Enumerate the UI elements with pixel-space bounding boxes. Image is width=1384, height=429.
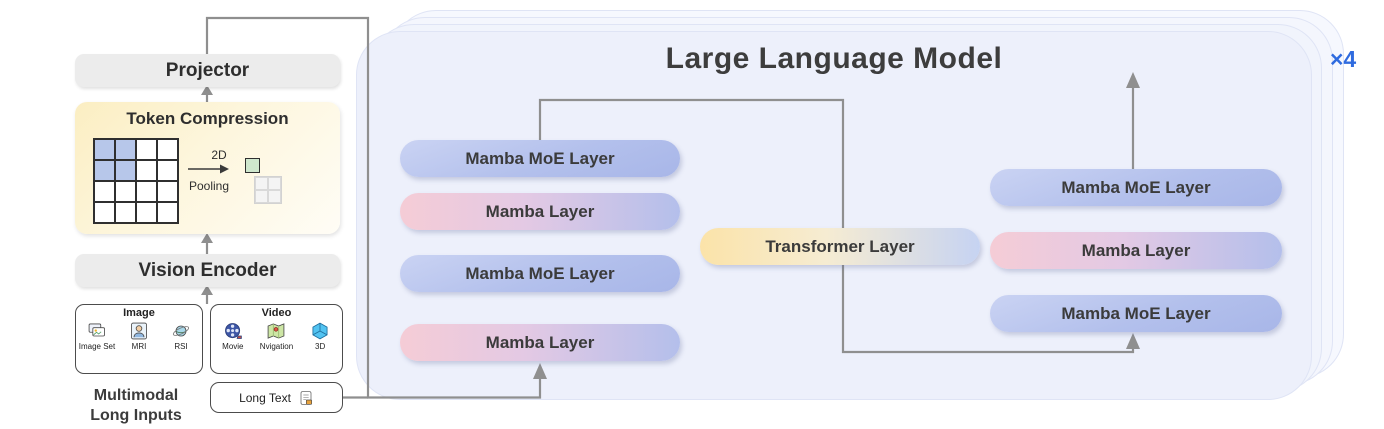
image-input-group: Image Image Set MRI RSI bbox=[75, 304, 203, 374]
mri-icon bbox=[129, 321, 149, 341]
llm-right-pill-1: Mamba MoE Layer bbox=[990, 169, 1282, 206]
rsi-label: RSI bbox=[174, 342, 188, 351]
pooling-label: Pooling bbox=[188, 179, 230, 193]
repeat-multiplier-badge: ×4 bbox=[1330, 46, 1357, 72]
grid-cell bbox=[136, 181, 157, 202]
satellite-icon bbox=[171, 321, 191, 341]
grid-cell bbox=[94, 181, 115, 202]
map-icon bbox=[266, 321, 286, 341]
token-compression-box: Token Compression 2D Pooling bbox=[75, 102, 340, 234]
grid-cell bbox=[94, 139, 115, 160]
grid-cell bbox=[115, 202, 136, 223]
navigation-item: Nvigation bbox=[256, 321, 296, 351]
rsi-item: RSI bbox=[161, 321, 201, 351]
video-icon-row: Movie Nvigation 3D bbox=[211, 321, 342, 351]
pooled-grid-ghost bbox=[254, 176, 282, 204]
pooling-label-2d: 2D bbox=[211, 148, 227, 162]
grid-cell bbox=[157, 160, 178, 181]
inputs-caption: Multimodal Long Inputs bbox=[60, 386, 212, 426]
image-set-icon bbox=[87, 321, 107, 341]
cube-icon bbox=[310, 321, 330, 341]
grid-cell bbox=[157, 139, 178, 160]
llm-title: Large Language Model bbox=[665, 42, 1003, 75]
threed-label: 3D bbox=[315, 342, 326, 351]
ghost-cell bbox=[255, 190, 268, 203]
projector-box: Projector bbox=[75, 54, 340, 87]
caption-line-2: Long Inputs bbox=[90, 407, 182, 424]
llm-left-pill-2: Mamba Layer bbox=[400, 193, 680, 230]
document-icon bbox=[298, 390, 314, 406]
long-text-box: Long Text bbox=[210, 382, 343, 413]
grid-cell bbox=[157, 181, 178, 202]
long-text-label: Long Text bbox=[239, 390, 291, 405]
ghost-cell bbox=[268, 190, 281, 203]
ghost-cell bbox=[268, 177, 281, 190]
pooling-arrow-icon bbox=[188, 164, 229, 174]
grid-cell bbox=[136, 160, 157, 181]
video-group-title: Video bbox=[261, 307, 292, 319]
token-compression-title: Token Compression bbox=[126, 109, 289, 128]
projector-label: Projector bbox=[165, 59, 250, 81]
token-grid bbox=[93, 138, 179, 224]
movie-label: Movie bbox=[222, 342, 244, 351]
navigation-label: Nvigation bbox=[259, 342, 294, 351]
llm-left-pill-3: Mamba MoE Layer bbox=[400, 255, 680, 292]
llm-left-pill-4: Mamba Layer bbox=[400, 324, 680, 361]
movie-item: Movie bbox=[213, 321, 253, 351]
image-icon-row: Image Set MRI RSI bbox=[76, 321, 202, 351]
vision-encoder-box: Vision Encoder bbox=[75, 254, 340, 287]
mri-label: MRI bbox=[131, 342, 147, 351]
grid-cell bbox=[157, 202, 178, 223]
ghost-cell bbox=[255, 177, 268, 190]
grid-cell bbox=[94, 202, 115, 223]
mri-item: MRI bbox=[119, 321, 159, 351]
image-group-title: Image bbox=[123, 307, 155, 319]
grid-cell bbox=[136, 139, 157, 160]
threed-item: 3D bbox=[300, 321, 340, 351]
pooled-token-cell bbox=[245, 158, 260, 173]
grid-cell bbox=[115, 160, 136, 181]
grid-cell bbox=[136, 202, 157, 223]
llm-left-pill-1: Mamba MoE Layer bbox=[400, 140, 680, 177]
grid-cell bbox=[94, 160, 115, 181]
video-input-group: Video Movie Nvigation 3D bbox=[210, 304, 343, 374]
grid-cell bbox=[115, 139, 136, 160]
film-reel-icon bbox=[223, 321, 243, 341]
token-compression-arrowhead bbox=[201, 233, 213, 243]
llm-right-pill-3: Mamba MoE Layer bbox=[990, 295, 1282, 332]
caption-line-1: Multimodal bbox=[93, 387, 179, 404]
image-set-label: Image Set bbox=[78, 342, 116, 351]
vision-encoder-label: Vision Encoder bbox=[138, 259, 277, 281]
transformer-layer-pill: Transformer Layer bbox=[700, 228, 980, 265]
grid-cell bbox=[115, 181, 136, 202]
image-set-item: Image Set bbox=[77, 321, 117, 351]
llm-right-pill-2: Mamba Layer bbox=[990, 232, 1282, 269]
